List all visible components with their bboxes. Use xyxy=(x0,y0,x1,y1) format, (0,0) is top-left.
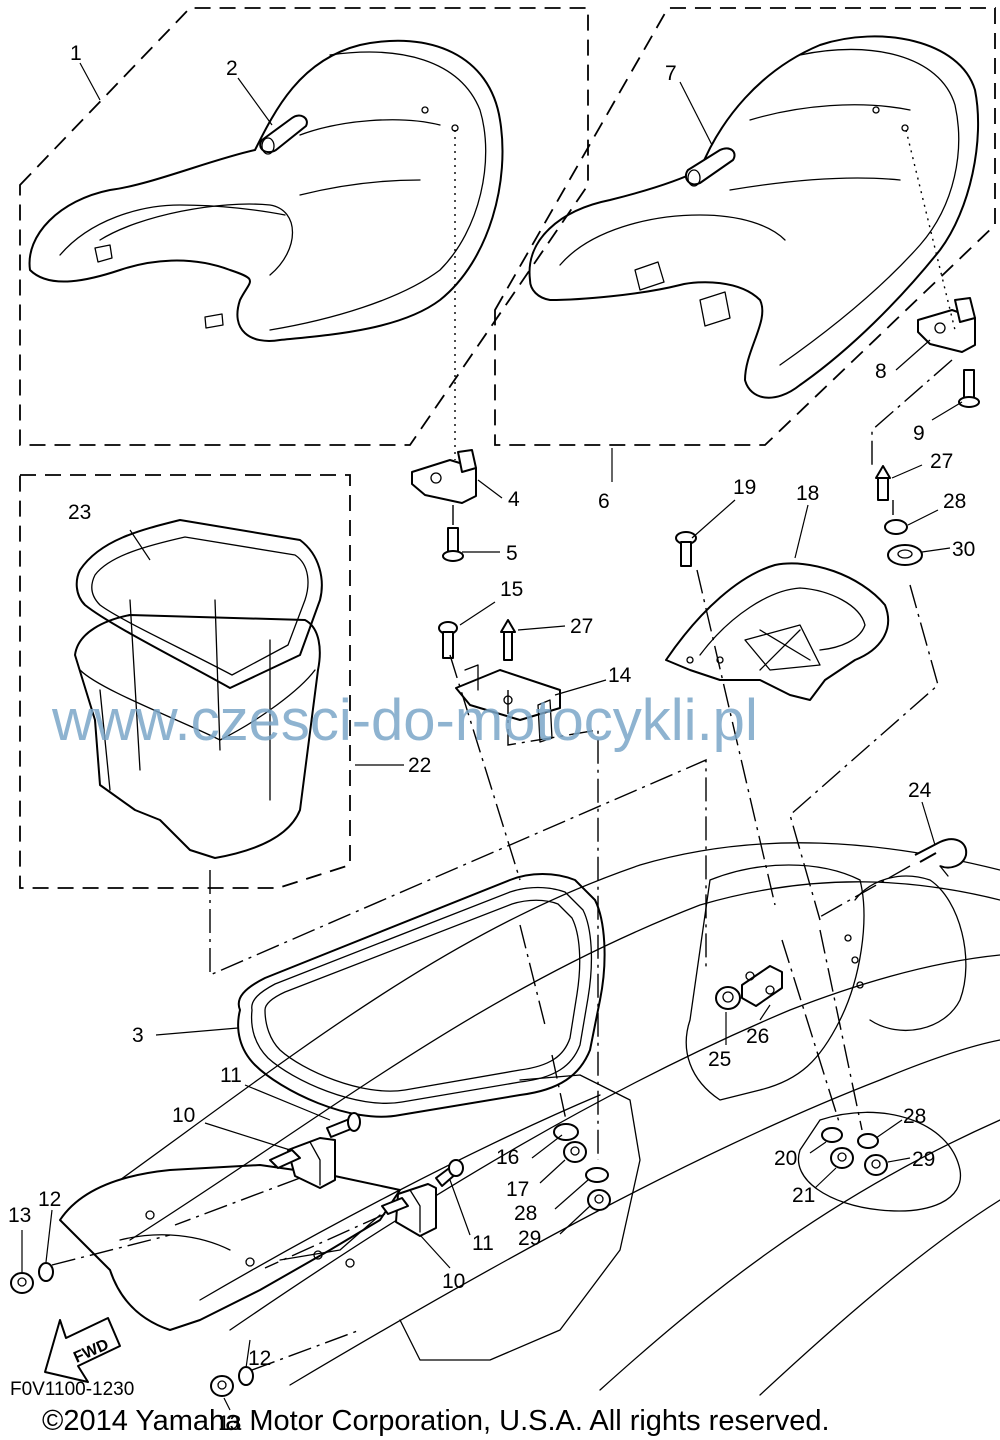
callout-2: 2 xyxy=(226,57,238,80)
washer-28-upper xyxy=(884,519,908,535)
tray-18 xyxy=(665,562,890,701)
callout-12-left: 12 xyxy=(38,1188,61,1211)
bolt-9 xyxy=(958,369,980,408)
callout-18: 18 xyxy=(796,482,819,505)
callout-4: 4 xyxy=(508,488,520,511)
seat-1 xyxy=(28,39,504,342)
watermark-text: www.czesci-do-motocykli.pl xyxy=(51,688,758,753)
group-box-seat-1 xyxy=(19,7,589,446)
callout-19: 19 xyxy=(733,476,756,499)
bolt-19 xyxy=(675,531,697,567)
group-box-storage-22 xyxy=(19,474,351,889)
bolt-11-upper xyxy=(326,1112,361,1138)
callout-30: 30 xyxy=(952,538,975,561)
callout-5: 5 xyxy=(506,542,518,565)
plate-26 xyxy=(741,965,783,1007)
callout-27-upper: 27 xyxy=(930,450,953,473)
bolt-11-lower xyxy=(435,1159,464,1187)
diagram-code: F0V1100-1230 xyxy=(10,1379,134,1400)
callout-8: 8 xyxy=(875,360,887,383)
callout-10-upper: 10 xyxy=(172,1104,195,1127)
fwd-arrow: FWD xyxy=(44,1317,121,1383)
callout-29-center: 29 xyxy=(518,1227,541,1250)
callout-1: 1 xyxy=(70,42,82,65)
washer-12-left xyxy=(38,1262,54,1282)
nut-17 xyxy=(563,1141,587,1163)
storage-tray-outline xyxy=(399,1074,641,1361)
callout-16: 16 xyxy=(496,1146,519,1169)
callout-21: 21 xyxy=(792,1184,815,1207)
callout-28-center: 28 xyxy=(514,1202,537,1225)
grommet-30 xyxy=(887,544,923,566)
grab-handle-2 xyxy=(259,114,308,155)
seat-6 xyxy=(528,35,980,399)
callout-17: 17 xyxy=(506,1178,529,1201)
u-bolt-24 xyxy=(914,838,968,877)
bolt-15 xyxy=(438,621,458,659)
washer-16 xyxy=(553,1123,579,1141)
group-box-seat-6 xyxy=(494,7,996,446)
callout-10-lower: 10 xyxy=(442,1270,465,1293)
seat-bracket-8 xyxy=(917,297,976,353)
hinge-10-lower xyxy=(381,1183,437,1237)
callout-13-bottom: 13 xyxy=(218,1412,241,1435)
callout-3: 3 xyxy=(132,1024,144,1047)
callout-28-right: 28 xyxy=(903,1105,926,1128)
callout-7: 7 xyxy=(665,62,677,85)
callout-leaders xyxy=(21,62,963,1411)
screw-27-upper xyxy=(875,465,891,501)
callout-14: 14 xyxy=(608,664,632,687)
callout-27-middle: 27 xyxy=(570,615,593,638)
callout-6: 6 xyxy=(598,490,610,513)
callout-26: 26 xyxy=(746,1025,769,1048)
storage-bucket-22 xyxy=(74,599,321,859)
callout-24: 24 xyxy=(908,779,932,802)
nut-29-right xyxy=(864,1154,888,1176)
callout-22: 22 xyxy=(408,754,431,777)
callout-11-upper: 11 xyxy=(220,1064,242,1087)
callout-13-left: 13 xyxy=(8,1204,31,1227)
callout-23: 23 xyxy=(68,501,91,524)
nut-29-center xyxy=(587,1189,611,1211)
callout-numbers: 1 2 3 4 5 6 7 8 9 10 10 11 11 12 12 13 1… xyxy=(8,42,975,1435)
callout-20: 20 xyxy=(774,1147,797,1170)
callout-28-upper: 28 xyxy=(943,490,966,513)
screw-27-middle xyxy=(500,619,516,661)
hinge-10-upper xyxy=(269,1137,336,1189)
hatch-gasket-3 xyxy=(237,873,606,1118)
washer-20 xyxy=(821,1127,843,1143)
nut-25 xyxy=(715,986,741,1010)
copyright-notice: ©2014 Yamaha Motor Corporation, U.S.A. A… xyxy=(42,1405,830,1437)
washer-28-right xyxy=(857,1133,879,1149)
grab-handle-7 xyxy=(684,147,736,187)
hull-deck xyxy=(119,842,1000,1396)
callout-25: 25 xyxy=(708,1048,731,1071)
nut-13-left xyxy=(10,1272,34,1294)
bolt-5 xyxy=(442,527,464,562)
nut-21 xyxy=(830,1147,854,1169)
gasket-23 xyxy=(75,519,323,689)
nut-13-bottom xyxy=(210,1375,234,1397)
washer-28-center xyxy=(585,1167,609,1183)
rear-deck-frame xyxy=(59,1164,401,1331)
callout-29-right: 29 xyxy=(912,1148,935,1171)
callout-15: 15 xyxy=(500,578,523,601)
callout-9: 9 xyxy=(913,422,925,445)
callout-12-bottom: 12 xyxy=(248,1347,271,1370)
callout-11-lower: 11 xyxy=(472,1232,494,1255)
assembly-lines xyxy=(51,129,956,1371)
seat-bracket-4 xyxy=(411,449,477,504)
